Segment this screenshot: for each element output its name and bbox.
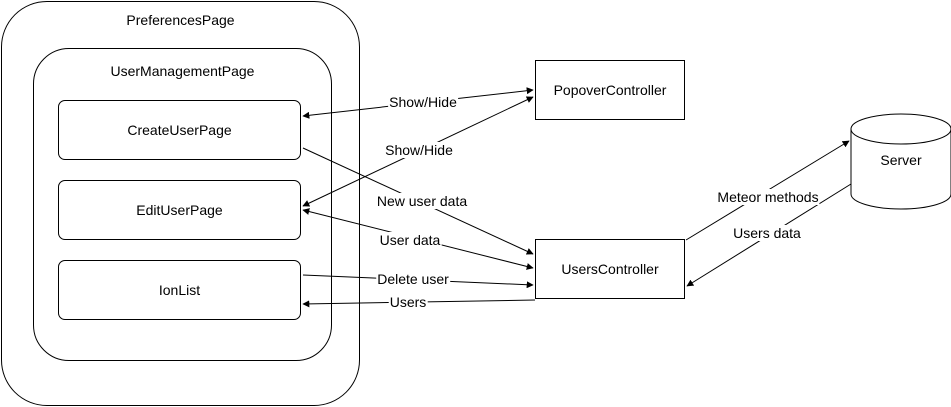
ion-list-label: IonList	[158, 282, 201, 298]
users-controller-box: UsersController	[535, 239, 685, 299]
label-meteor-methods: Meteor methods	[716, 189, 820, 205]
label-show-hide-edit: Show/Hide	[384, 142, 454, 158]
create-user-page-box: CreateUserPage	[58, 100, 301, 160]
label-user-data: User data	[378, 232, 442, 248]
label-new-user-data: New user data	[375, 193, 469, 209]
label-users: Users	[388, 294, 428, 310]
popover-controller-box: PopoverController	[535, 60, 685, 120]
preferences-page-title: PreferencesPage	[126, 12, 235, 28]
edit-user-page-box: EditUserPage	[58, 180, 301, 240]
users-controller-label: UsersController	[561, 261, 659, 277]
create-user-page-label: CreateUserPage	[127, 122, 232, 138]
user-management-page-title: UserManagementPage	[110, 63, 255, 79]
popover-controller-label: PopoverController	[553, 82, 667, 98]
label-delete-user: Delete user	[376, 271, 450, 287]
server-cylinder-icon	[850, 113, 951, 210]
label-show-hide-create: Show/Hide	[388, 94, 458, 110]
server-label: Server	[880, 152, 922, 168]
edit-user-page-label: EditUserPage	[136, 202, 223, 218]
label-users-data: Users data	[732, 225, 802, 241]
ion-list-box: IonList	[58, 260, 301, 320]
